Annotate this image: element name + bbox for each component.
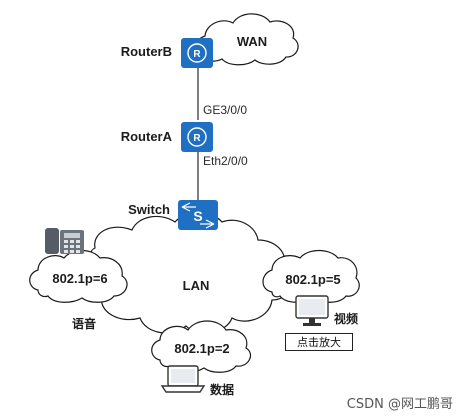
voice-priority-cloud: 802.1p=6 [29, 249, 128, 303]
data-label: 数据 [210, 382, 234, 397]
router-b-label: RouterB [121, 44, 172, 59]
switch-icon: S [193, 208, 202, 224]
wan-label: WAN [237, 34, 267, 49]
voice-label: 语音 [72, 316, 96, 331]
router-a[interactable]: R [181, 122, 213, 152]
video-label: 视频 [334, 311, 358, 326]
switch[interactable]: S [178, 200, 218, 230]
port-eth-label: Eth2/0/0 [203, 154, 248, 168]
lan-label: LAN [183, 278, 210, 293]
voice-priority-label: 802.1p=6 [52, 271, 107, 286]
router-icon: R [193, 133, 201, 144]
data-priority-label: 802.1p=2 [174, 341, 229, 356]
switch-label: Switch [128, 202, 170, 217]
video-priority-cloud: 802.1p=5 [262, 249, 360, 303]
monitor-icon [295, 295, 329, 326]
wan-cloud: WAN [196, 13, 299, 66]
data-priority-cloud: 802.1p=2 [151, 320, 251, 373]
router-icon: R [193, 49, 201, 60]
router-b[interactable]: R [181, 38, 213, 68]
router-a-label: RouterA [121, 129, 173, 144]
video-priority-label: 802.1p=5 [285, 272, 340, 287]
phone-icon [45, 228, 84, 254]
zoom-in-button[interactable]: 点击放大 [285, 333, 353, 351]
port-ge-label: GE3/0/0 [203, 103, 247, 117]
laptop-icon [160, 365, 206, 393]
watermark: CSDN @网工鹏哥 [346, 397, 453, 412]
